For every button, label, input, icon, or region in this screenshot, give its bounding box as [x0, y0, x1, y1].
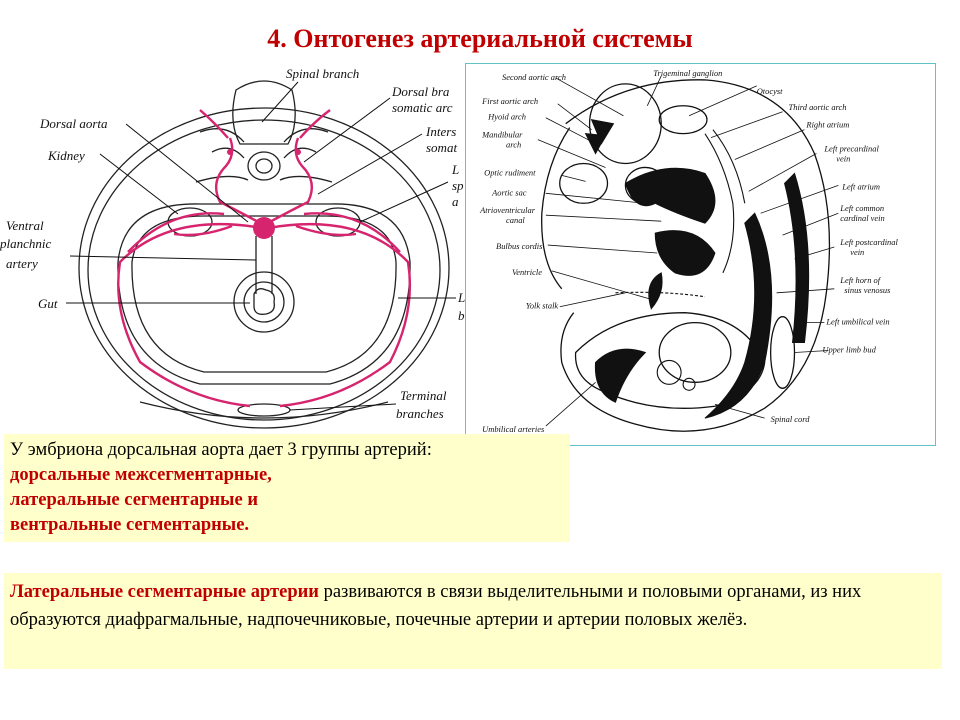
- embryo-diagram-panel: Second aortic arch Trigeminal ganglion O…: [465, 63, 936, 446]
- left-somatic-arc: [117, 222, 263, 408]
- label-lateral-1: L: [451, 162, 459, 177]
- label-third-aortic-arch: Third aortic arch: [789, 102, 847, 112]
- label-left-horn-2: sinus venosus: [844, 285, 891, 295]
- label-ventral-3: artery: [6, 256, 38, 271]
- dorsal-aorta-dot: [253, 217, 275, 239]
- label-left-horn-1: Left horn of: [839, 275, 882, 285]
- label-second-aortic-arch: Second aortic arch: [502, 72, 566, 82]
- label-terminal-1: Terminal: [400, 388, 447, 403]
- gut: [233, 271, 295, 333]
- groups-intro: У эмбриона дорсальная аорта дает 3 групп…: [10, 440, 432, 460]
- label-first-aortic-arch: First aortic arch: [481, 96, 538, 106]
- label-upper-limb-bud: Upper limb bud: [822, 344, 876, 354]
- coelom-lining: [131, 215, 397, 373]
- label-spinal-cord: Spinal cord: [771, 414, 811, 424]
- label-mandibular-2: arch: [506, 140, 521, 150]
- upper-limb-bud: [769, 316, 796, 389]
- label-ventricle: Ventricle: [512, 267, 542, 277]
- label-right-1: L: [457, 290, 465, 305]
- text-box-lateral-arteries: Латеральные сегментарные артерии развива…: [4, 573, 942, 669]
- label-yolk-stalk: Yolk stalk: [526, 301, 559, 311]
- left-kidney: [167, 207, 213, 237]
- heart: [654, 230, 716, 276]
- left-dorsal-branch: [214, 137, 263, 226]
- label-kidney: Kidney: [47, 148, 85, 163]
- label-umbilical-arteries: Umbilical arteries: [482, 424, 545, 434]
- embryo-diagram: Second aortic arch Trigeminal ganglion O…: [479, 68, 898, 434]
- label-left-common-1: Left common: [839, 203, 884, 213]
- label-somatic-arc: somatic arc: [392, 100, 453, 115]
- label-interseg-2: somat: [426, 140, 457, 155]
- group-dorsal: дорсальные межсегментарные,: [10, 465, 272, 485]
- label-left-umbilical-vein: Left umbilical vein: [825, 317, 889, 327]
- cross-section-diagram: Spinal branch Dorsal aorta Dorsal bra so…: [0, 66, 465, 429]
- label-left-postcardinal-2: vein: [850, 247, 864, 257]
- label-ventral-2: planchnic: [0, 236, 51, 251]
- label-optic-rudiment: Optic rudiment: [484, 167, 536, 177]
- right-somatic-arc: [267, 222, 412, 408]
- label-mandibular-1: Mandibular: [481, 130, 523, 140]
- text-box-arteries-groups: У эмбриона дорсальная аорта дает 3 групп…: [4, 434, 570, 542]
- label-lateral-3: a: [452, 194, 459, 209]
- lateral-arteries-description: развиваются в связи выделительными и пол…: [10, 582, 862, 630]
- page-title: 4. Онтогенез артериальной системы: [267, 24, 693, 53]
- otocyst: [658, 105, 708, 135]
- label-trigeminal-ganglion: Trigeminal ganglion: [653, 68, 722, 78]
- label-dorsal-aorta: Dorsal aorta: [39, 116, 108, 131]
- label-hyoid-arch: Hyoid arch: [487, 112, 526, 122]
- right-kidney: [315, 207, 361, 237]
- lateral-arteries-highlight: Латеральные сегментарные артерии: [10, 582, 319, 602]
- label-dorsal-branch: Dorsal bra: [391, 84, 450, 99]
- body-wall-outer: [78, 107, 450, 429]
- label-bulbus-cordis: Bulbus cordis: [496, 241, 543, 251]
- label-left-atrium: Left atrium: [841, 181, 880, 191]
- label-spinal-branch: Spinal branch: [286, 66, 359, 81]
- right-dorsal-branch: [265, 137, 314, 226]
- label-lateral-2: sp: [452, 178, 464, 193]
- label-ventral-1: Ventral: [6, 218, 44, 233]
- label-left-common-2: cardinal vein: [840, 213, 884, 223]
- label-gut: Gut: [38, 296, 58, 311]
- label-otocyst: Otocyst: [757, 86, 783, 96]
- label-atrioventricular-2: canal: [506, 215, 525, 225]
- label-right-atrium: Right atrium: [805, 120, 849, 130]
- group-lateral: латеральные сегментарные и: [10, 490, 258, 510]
- aortic-arches: [624, 167, 716, 224]
- body-wall-inner: [87, 119, 441, 421]
- label-atrioventricular-1: Atrioventricular: [479, 205, 536, 215]
- label-right-2: b: [458, 308, 465, 323]
- label-left-precardinal-2: vein: [836, 153, 850, 163]
- neural-tube: [232, 80, 296, 145]
- label-aortic-sac: Aortic sac: [491, 187, 527, 197]
- label-left-postcardinal-1: Left postcardinal: [839, 237, 898, 247]
- label-left-precardinal-1: Left precardinal: [823, 144, 879, 154]
- cardinal-vein: [704, 212, 773, 419]
- label-interseg-1: Inters: [425, 124, 456, 139]
- label-terminal-2: branches: [396, 406, 444, 421]
- group-ventral: вентральные сегментарные.: [10, 515, 250, 535]
- vertebral-body: [247, 151, 281, 181]
- embryo-outline: [560, 79, 831, 432]
